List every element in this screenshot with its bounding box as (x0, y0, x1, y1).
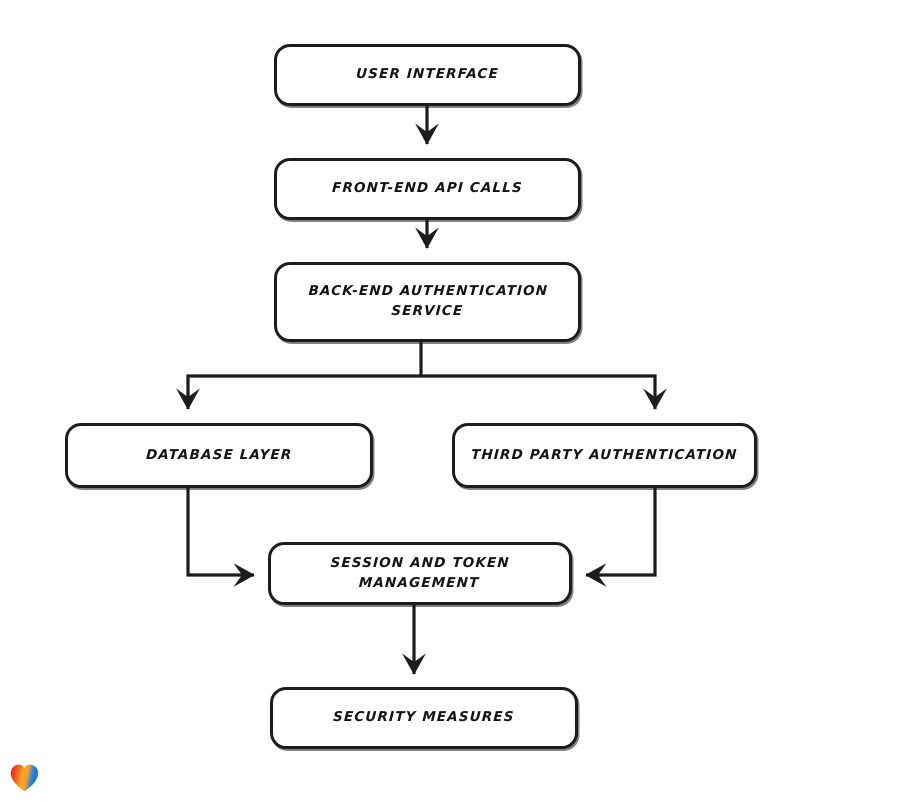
node-session-and-token-management[interactable]: SESSION AND TOKEN MANAGEMENT (268, 542, 572, 605)
node-label-security-measures: SECURITY MEASURES (332, 709, 516, 726)
node-back-end-authentication-service[interactable]: BACK-END AUTHENTICATION SERVICE (274, 262, 581, 342)
edge-backend-to-thirdparty (421, 374, 667, 410)
edge-thirdparty-to-session (585, 488, 657, 587)
node-database-layer[interactable]: DATABASE LAYER (65, 423, 373, 488)
node-label-database-layer: DATABASE LAYER (145, 446, 293, 463)
node-label-session-and-token-management: SESSION AND TOKEN MANAGEMENT (330, 554, 511, 591)
node-security-measures[interactable]: SECURITY MEASURES (270, 687, 578, 749)
node-label-front-end-api-calls: FRONT-END API CALLS (331, 180, 524, 197)
heart-icon (10, 764, 39, 792)
node-label-user-interface: USER INTERFACE (355, 66, 500, 83)
node-label-third-party-authentication: THIRD PARTY AUTHENTICATION (470, 446, 739, 463)
node-front-end-api-calls[interactable]: FRONT-END API CALLS (274, 158, 581, 220)
node-user-interface[interactable]: USER INTERFACE (274, 44, 581, 106)
node-third-party-authentication[interactable]: THIRD PARTY AUTHENTICATION (452, 423, 757, 488)
edge-backend-to-database (176, 342, 423, 410)
edge-database-to-session (186, 488, 255, 587)
node-label-back-end-authentication-service: BACK-END AUTHENTICATION SERVICE (307, 283, 549, 319)
